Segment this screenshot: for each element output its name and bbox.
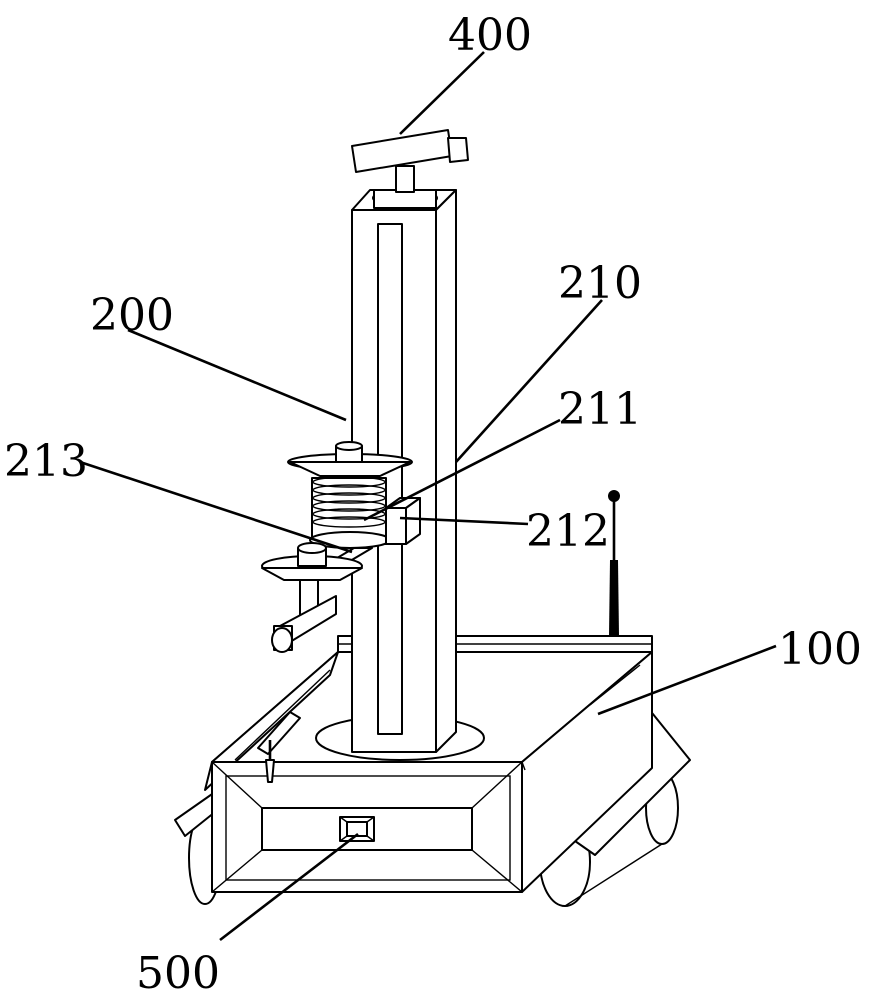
leader-213 xyxy=(79,460,353,554)
label-500: 500 xyxy=(136,948,220,999)
label-200: 200 xyxy=(90,290,174,341)
vehicle-body xyxy=(204,651,653,893)
leader-211 xyxy=(363,418,561,522)
label-211: 211 xyxy=(558,384,642,435)
top-camera xyxy=(351,129,469,209)
leader-210 xyxy=(455,299,603,463)
label-210: 210 xyxy=(558,258,642,309)
label-400: 400 xyxy=(448,10,532,61)
front-panel xyxy=(211,761,523,893)
arm-and-lower-tray xyxy=(261,542,373,653)
leader-100 xyxy=(597,644,777,716)
label-100: 100 xyxy=(778,624,862,675)
leader-lines xyxy=(79,51,777,942)
label-212: 212 xyxy=(526,506,610,557)
reference-labels: 400 200 210 211 213 212 100 500 xyxy=(4,10,862,999)
leader-400 xyxy=(399,51,485,135)
leader-212 xyxy=(399,516,529,526)
rear-antenna xyxy=(608,490,620,636)
front-antenna xyxy=(265,740,275,783)
leader-500 xyxy=(219,832,359,942)
label-213: 213 xyxy=(4,436,88,487)
upper-tray xyxy=(287,441,413,477)
leader-200 xyxy=(127,328,347,422)
